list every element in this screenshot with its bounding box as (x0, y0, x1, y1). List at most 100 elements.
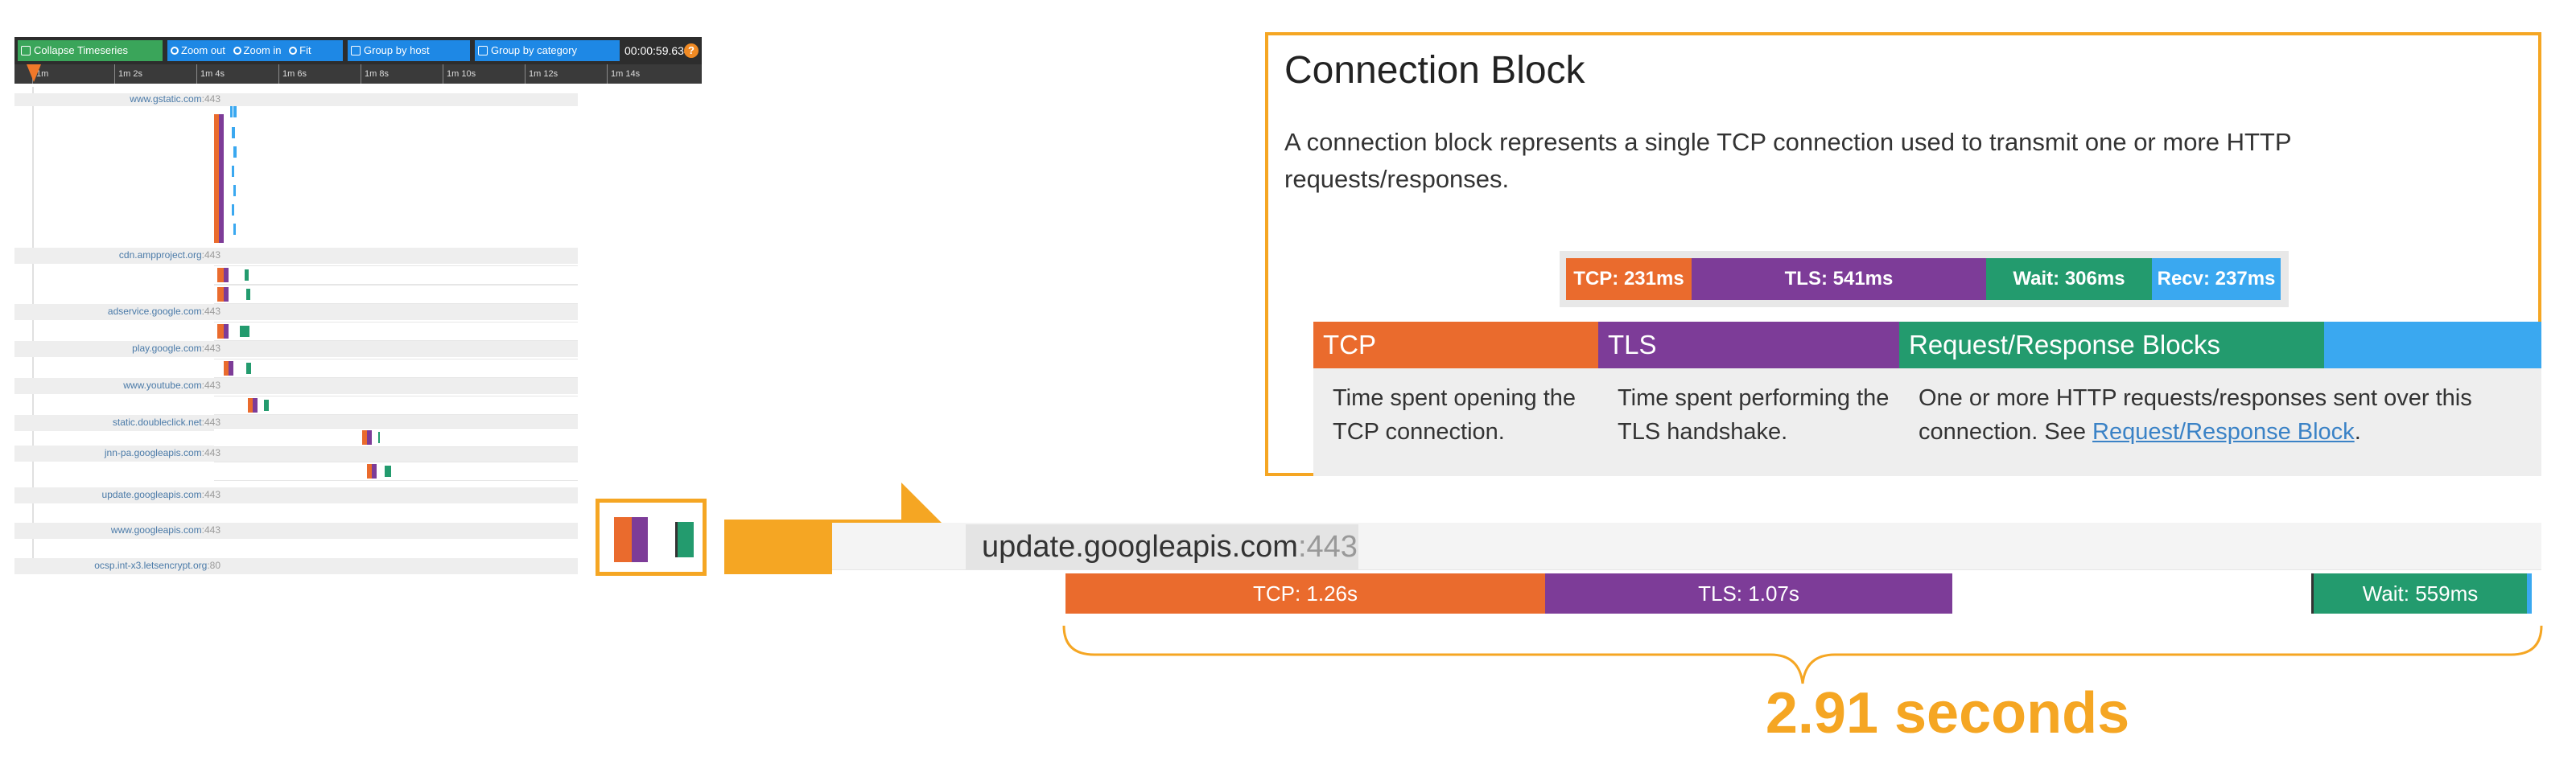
tls-segment (253, 398, 258, 413)
example-host-label: update.googleapis.com:443 (982, 530, 1358, 564)
host-row[interactable]: www.googleapis.com:443 (14, 523, 578, 539)
host-label: play.google.com:443 (132, 343, 221, 354)
host-label: www.youtube.com:443 (123, 380, 221, 391)
wait-segment (240, 326, 249, 337)
recv-segment (233, 106, 237, 117)
tcp-segment (217, 268, 224, 282)
host-row[interactable]: jnn-pa.googleapis.com:443 (14, 446, 578, 462)
wait-segment (675, 522, 694, 557)
host-label: static.doubleclick.net:443 (112, 417, 221, 428)
group-category-icon (478, 46, 488, 55)
wait-segment (378, 432, 380, 443)
tcp-segment (217, 287, 224, 302)
request-row[interactable] (214, 265, 578, 285)
toolbar: Collapse Timeseries Zoom out Zoom in Fit… (14, 37, 702, 64)
collapse-icon (21, 46, 31, 55)
fit-icon (289, 47, 298, 55)
tls-segment (224, 287, 229, 302)
request-row[interactable] (214, 428, 578, 447)
tls-segment (219, 114, 224, 243)
time-cursor-line (32, 87, 34, 569)
request-row[interactable] (214, 396, 578, 415)
example-connection-bar: TCP: 1.26s TLS: 1.07s Wait: 559ms (832, 569, 2541, 615)
host-row[interactable]: ocsp.int-x3.letsencrypt.org:80 (14, 558, 578, 574)
tcp-segment (367, 464, 372, 479)
zoom-out-button[interactable]: Zoom out (171, 44, 225, 56)
recv-segment (232, 127, 235, 138)
wait-segment (264, 400, 269, 411)
host-row[interactable]: cdn.ampproject.org:443 (14, 248, 578, 264)
zoom-in-button[interactable]: Zoom in (233, 44, 282, 56)
host-label: jnn-pa.googleapis.com:443 (104, 447, 221, 458)
host-label: ocsp.int-x3.letsencrypt.org:80 (94, 560, 221, 571)
host-row[interactable]: static.doubleclick.net:443 (14, 415, 578, 431)
tls-description: Time spent performing the TLS handshake. (1618, 385, 1890, 445)
collapse-timeseries-button[interactable]: Collapse Timeseries (18, 40, 163, 61)
tls-segment (372, 464, 377, 479)
request-row[interactable] (214, 322, 578, 341)
group-by-category-button[interactable]: Group by category (475, 40, 620, 61)
request-group (214, 106, 578, 243)
tick-label: 1m 14s (607, 64, 640, 84)
request-response-block-link[interactable]: Request/Response Block (2092, 419, 2355, 445)
duration-brace (1062, 625, 2543, 684)
group-by-host-button[interactable]: Group by host (348, 40, 470, 61)
request-row[interactable] (214, 285, 578, 304)
tls-segment (632, 517, 648, 562)
time-cursor-handle[interactable] (27, 64, 41, 82)
wait-segment (246, 289, 250, 300)
request-response-header: Request/Response Blocks (1899, 322, 2324, 368)
tls-segment (224, 268, 229, 282)
host-row[interactable]: play.google.com:443 (14, 341, 578, 357)
request-row[interactable] (214, 462, 578, 481)
example-tcp-segment: TCP: 1.26s (1065, 573, 1545, 614)
recv-header-extension (2324, 322, 2541, 368)
highlighted-connection (596, 499, 707, 576)
tick-label: 1m 8s (361, 64, 389, 84)
tls-timing-segment: TLS: 541ms (1692, 258, 1986, 300)
tcp-description: Time spent opening the TCP connection. (1333, 385, 1577, 445)
group-host-icon (351, 46, 361, 55)
zoom-out-icon (171, 47, 179, 55)
host-row[interactable]: www.youtube.com:443 (14, 378, 578, 394)
host-label: adservice.google.com:443 (107, 306, 221, 317)
recv-segment (233, 146, 237, 158)
recv-segment (230, 106, 233, 117)
example-wait-segment: Wait: 559ms (2311, 573, 2527, 614)
panel-description: A connection block represents a single T… (1284, 128, 2291, 193)
zoom-in-icon (233, 47, 241, 55)
zoom-group: Zoom out Zoom in Fit (167, 40, 343, 61)
host-row[interactable]: www.gstatic.com:443 (14, 93, 578, 106)
host-label: www.gstatic.com:443 (130, 93, 221, 105)
wait-segment (385, 466, 391, 477)
host-row[interactable]: adservice.google.com:443 (14, 304, 578, 320)
phase-descriptions: Time spent opening the TCP connection. T… (1313, 368, 2541, 476)
tls-segment (224, 324, 229, 339)
example-timing-bar: TCP: 231ms TLS: 541ms Wait: 306ms Recv: … (1560, 251, 2289, 307)
example-recv-segment (2527, 573, 2532, 614)
recv-segment (232, 204, 234, 216)
tcp-segment (614, 517, 632, 562)
recv-timing-segment: Recv: 237ms (2152, 258, 2281, 300)
total-duration: 2.91 seconds (1765, 681, 2130, 746)
host-label: cdn.ampproject.org:443 (118, 249, 221, 261)
tick-label: 1m 2s (114, 64, 142, 84)
tls-segment (367, 430, 372, 445)
help-icon[interactable]: ? (684, 43, 699, 58)
tcp-header: TCP (1313, 322, 1598, 368)
wait-segment (245, 269, 249, 281)
tcp-segment (224, 361, 229, 376)
recv-segment (233, 224, 236, 235)
request-row[interactable] (214, 359, 578, 378)
host-label: www.googleapis.com:443 (110, 524, 221, 536)
tls-header: TLS (1598, 322, 1899, 368)
tcp-segment (217, 324, 224, 339)
fit-button[interactable]: Fit (289, 44, 311, 56)
recv-segment (232, 166, 234, 177)
tick-label: 1m 10s (443, 64, 476, 84)
wait-timing-segment: Wait: 306ms (1986, 258, 2152, 300)
request-response-description: One or more HTTP requests/responses sent… (1919, 385, 2472, 445)
tcp-timing-segment: TCP: 231ms (1566, 258, 1692, 300)
host-row[interactable]: update.googleapis.com:443 (14, 487, 578, 503)
tick-label: 1m 12s (525, 64, 558, 84)
